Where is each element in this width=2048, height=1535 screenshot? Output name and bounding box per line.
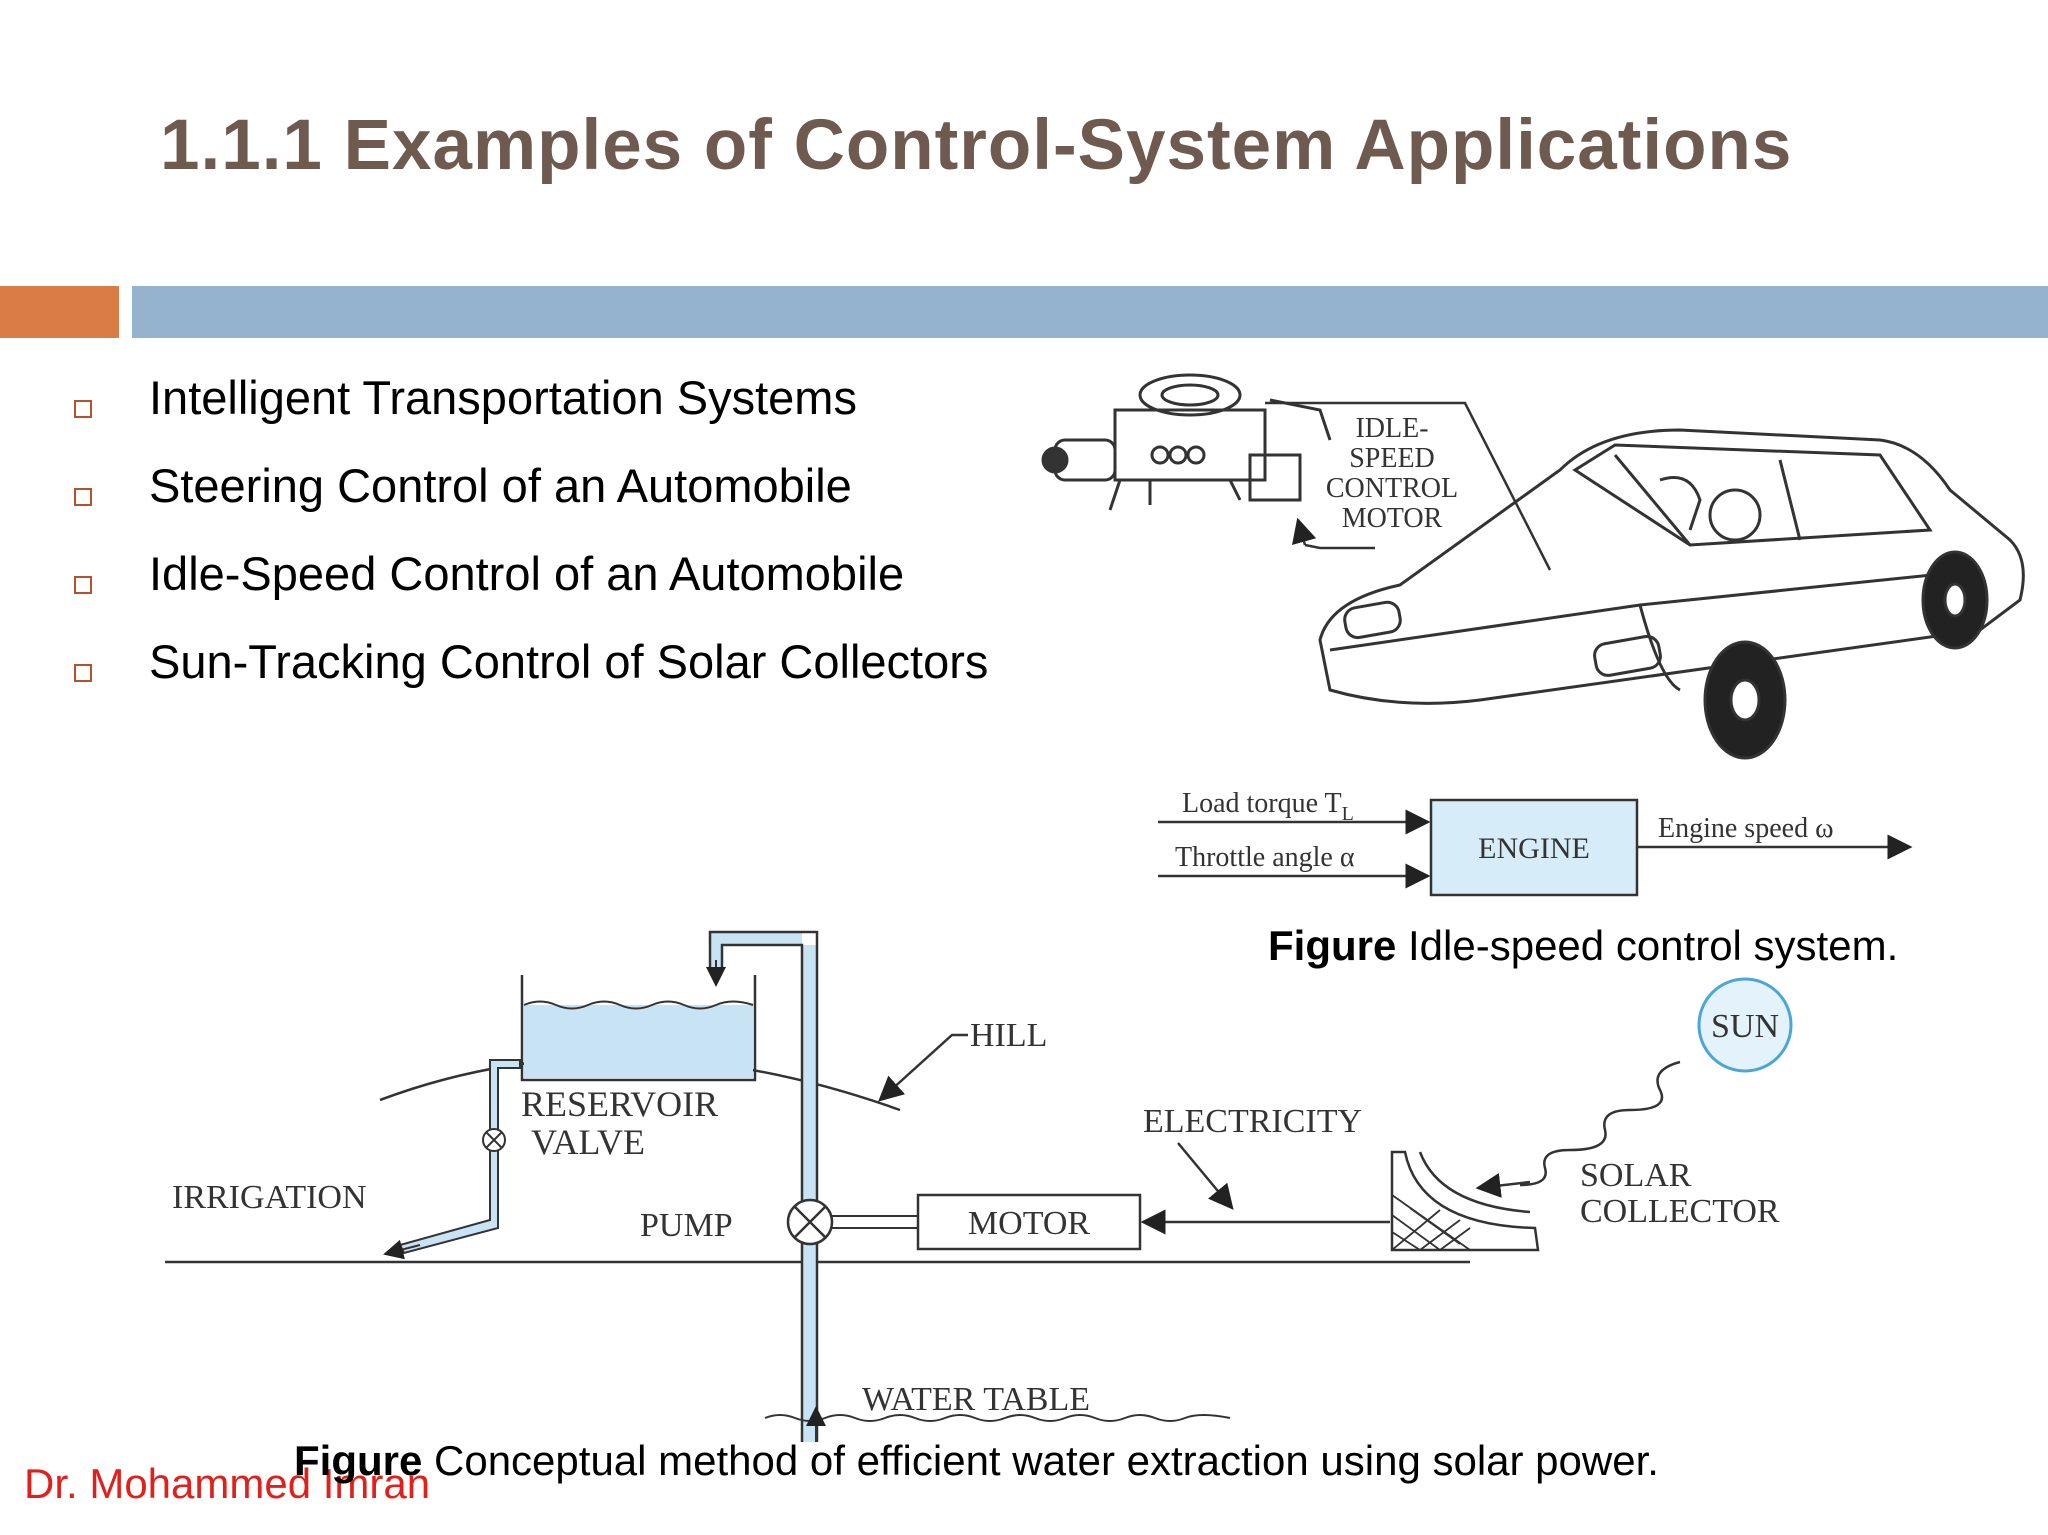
caption-text: Idle-speed control system.	[1396, 922, 1899, 969]
throttle-angle-label: Throttle angle α	[1175, 842, 1355, 873]
square-bullet-icon	[74, 400, 92, 418]
solar-figure-caption: Figure Conceptual method of efficient wa…	[294, 1437, 1659, 1485]
slide-title: 1.1.1 Examples of Control-System Applica…	[160, 106, 1793, 185]
motor-callout	[1265, 401, 1552, 571]
load-torque-label: Load torque TL	[1182, 788, 1354, 825]
motor-label-line1: IDLE-	[1355, 413, 1428, 444]
motor-label-line4: MOTOR	[1342, 503, 1443, 534]
motor-label: MOTOR	[968, 1205, 1090, 1242]
valve-label: VALVE	[531, 1122, 645, 1162]
bullet-text: Idle-Speed Control of an Automobile	[149, 547, 905, 600]
idle-speed-figure-caption: Figure Idle-speed control system.	[1268, 922, 1898, 970]
motor-label-line3: CONTROL	[1326, 473, 1458, 504]
author-credit: Dr. Mohammed Imran	[24, 1460, 431, 1507]
electricity-label: ELECTRICITY	[1143, 1103, 1362, 1140]
engine-speed-label: Engine speed ω	[1658, 813, 1834, 844]
reservoir-label: RESERVOIR	[521, 1084, 718, 1124]
idle-speed-motor-illustration	[1041, 373, 1332, 511]
irrigation-label: IRRIGATION	[172, 1179, 367, 1216]
bullet-text: Intelligent Transportation Systems	[149, 371, 857, 424]
sun-label: SUN	[1711, 1008, 1779, 1045]
square-bullet-icon	[74, 576, 92, 594]
collector-label: COLLECTOR	[1580, 1193, 1780, 1230]
solar-label: SOLAR	[1580, 1157, 1692, 1194]
car-illustration	[1318, 428, 2025, 760]
accent-bar-blue	[132, 286, 2048, 338]
engine-block	[1429, 798, 1639, 897]
motor-label-line2: SPEED	[1349, 443, 1435, 474]
hill-label: HILL	[970, 1017, 1047, 1054]
sun-icon	[1697, 977, 1793, 1073]
bullet-text: Sun-Tracking Control of Solar Collectors	[149, 635, 989, 688]
solar-pump-diagram	[165, 930, 1793, 1442]
square-bullet-icon	[74, 488, 92, 506]
pump-label: PUMP	[640, 1207, 733, 1244]
caption-figure-word: Figure	[1268, 922, 1397, 969]
water-table-label: WATER TABLE	[862, 1381, 1090, 1418]
bullet-text: Steering Control of an Automobile	[149, 459, 852, 512]
accent-bar-orange	[0, 286, 119, 338]
caption-text: Conceptual method of efficient water ext…	[422, 1437, 1659, 1484]
caption-figure-word: Figure	[294, 1437, 423, 1484]
engine-label: ENGINE	[1478, 832, 1590, 865]
square-bullet-icon	[74, 664, 92, 682]
engine-block-diagram	[1158, 798, 1913, 897]
